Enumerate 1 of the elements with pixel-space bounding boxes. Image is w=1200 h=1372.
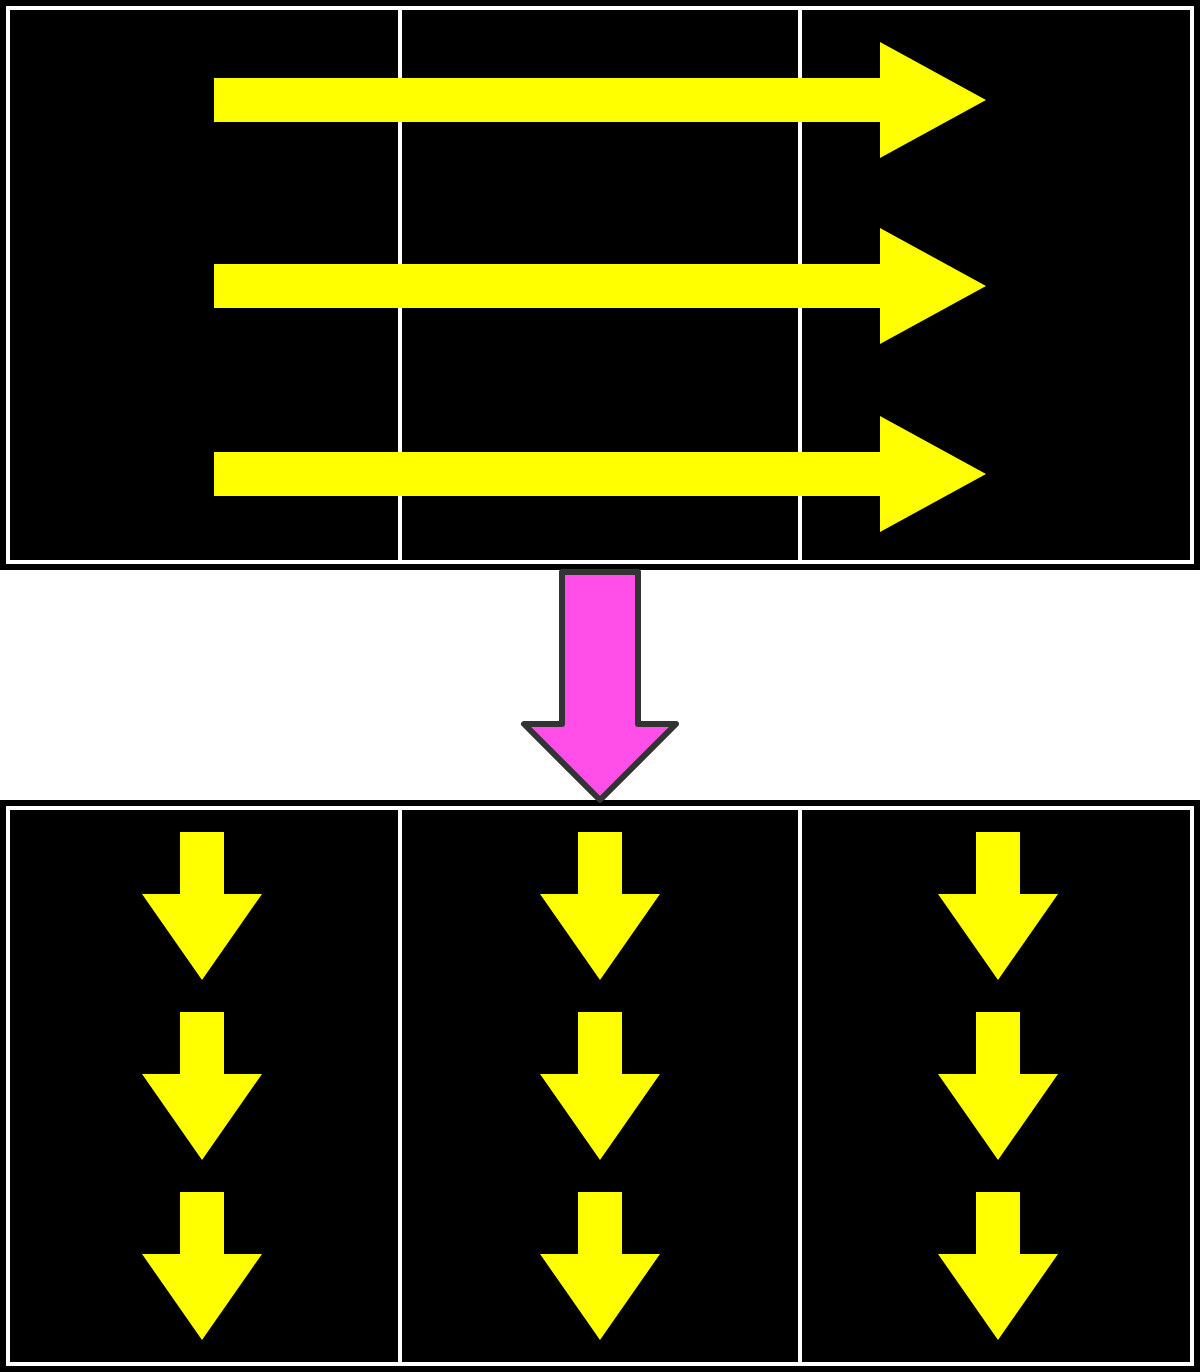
block-arrow <box>521 569 679 803</box>
